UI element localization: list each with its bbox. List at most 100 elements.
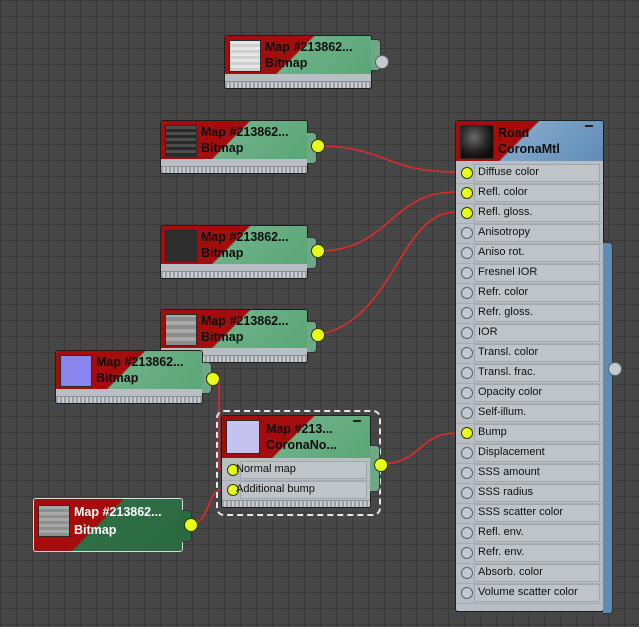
slot-label: Transl. frac. <box>478 366 536 378</box>
node-type: Bitmap <box>201 330 244 344</box>
input-socket[interactable] <box>461 187 473 199</box>
output-socket[interactable] <box>608 362 622 376</box>
slot-label: Absorb. color <box>478 566 543 578</box>
slot-label: Refr. gloss. <box>478 306 534 318</box>
slot-label: Refr. env. <box>478 546 525 558</box>
node-type: Bitmap <box>74 523 117 537</box>
material-slot[interactable]: Anisotropy <box>456 223 603 244</box>
material-slot[interactable]: Diffuse color <box>456 163 603 184</box>
node-type: Bitmap <box>96 371 139 385</box>
material-slot[interactable]: Opacity color <box>456 383 603 404</box>
thumbnail-icon <box>38 505 70 537</box>
input-socket[interactable] <box>461 587 473 599</box>
input-socket[interactable] <box>461 487 473 499</box>
input-socket[interactable] <box>461 307 473 319</box>
slot-label: Aniso rot. <box>478 246 525 258</box>
slot-additional-bump[interactable]: Additional bump <box>222 480 370 501</box>
material-slot[interactable]: Refl. gloss. <box>456 203 603 224</box>
material-slot[interactable]: Refl. color <box>456 183 603 204</box>
slot-label: SSS scatter color <box>478 506 563 518</box>
material-slot[interactable]: Absorb. color <box>456 563 603 584</box>
input-socket[interactable] <box>461 467 473 479</box>
material-slot[interactable]: Refr. env. <box>456 543 603 564</box>
bitmap-node-3[interactable]: Map #213862... Bitmap <box>160 225 325 279</box>
material-slot[interactable]: Refr. gloss. <box>456 303 603 324</box>
node-title: Map #213862... <box>96 355 184 369</box>
slot-label: Opacity color <box>478 386 543 398</box>
output-socket[interactable] <box>375 55 389 69</box>
material-slot[interactable]: Self-illum. <box>456 403 603 424</box>
slot-label: Volume scatter color <box>478 586 578 598</box>
material-slot[interactable]: Transl. frac. <box>456 363 603 384</box>
slot-label: Additional bump <box>236 483 315 495</box>
wire-refl-gloss <box>317 211 456 336</box>
slot-label: Diffuse color <box>478 166 539 178</box>
material-slot[interactable]: Volume scatter color <box>456 583 603 604</box>
material-slot[interactable]: Refr. color <box>456 283 603 304</box>
minimize-icon[interactable] <box>585 125 593 127</box>
input-socket[interactable] <box>461 327 473 339</box>
output-socket[interactable] <box>311 244 325 258</box>
slot-label: IOR <box>478 326 498 338</box>
wire-refl-color <box>317 191 456 252</box>
wire-diffuse <box>317 145 456 173</box>
input-socket[interactable] <box>461 267 473 279</box>
minimize-icon[interactable] <box>353 420 361 422</box>
material-slot[interactable]: Aniso rot. <box>456 243 603 264</box>
material-slot[interactable]: Refl. env. <box>456 523 603 544</box>
slot-label: SSS amount <box>478 466 540 478</box>
bitmap-node-5[interactable]: Map #213862... Bitmap <box>55 350 220 404</box>
node-title: Road <box>498 126 530 140</box>
input-socket[interactable] <box>461 567 473 579</box>
input-socket[interactable] <box>461 507 473 519</box>
slot-normal-map[interactable]: Normal map <box>222 460 370 481</box>
slot-label: Anisotropy <box>478 226 530 238</box>
slot-label: Self-illum. <box>478 406 527 418</box>
input-socket[interactable] <box>461 207 473 219</box>
input-socket[interactable] <box>227 464 239 476</box>
thumbnail-icon <box>165 125 197 157</box>
material-slot[interactable]: Bump <box>456 423 603 444</box>
material-slot[interactable]: IOR <box>456 323 603 344</box>
input-socket[interactable] <box>461 427 473 439</box>
node-type: CoronaNo... <box>266 438 337 452</box>
bitmap-node-1[interactable]: Map #213862... Bitmap <box>224 35 389 89</box>
input-socket[interactable] <box>461 167 473 179</box>
output-socket[interactable] <box>206 372 220 386</box>
material-slot[interactable]: Transl. color <box>456 343 603 364</box>
slot-label: Displacement <box>478 446 545 458</box>
bitmap-node-4[interactable]: Map #213862... Bitmap <box>160 309 325 363</box>
thumbnail-icon <box>165 230 197 262</box>
input-socket[interactable] <box>461 527 473 539</box>
material-slot[interactable]: Fresnel IOR <box>456 263 603 284</box>
slot-label: Transl. color <box>478 346 539 358</box>
input-socket[interactable] <box>461 247 473 259</box>
material-slot[interactable]: Displacement <box>456 443 603 464</box>
bitmap-node-6[interactable]: Map #213862... Bitmap <box>33 498 198 552</box>
output-socket[interactable] <box>374 458 388 472</box>
material-slot[interactable]: SSS radius <box>456 483 603 504</box>
corona-normal-node[interactable]: Map #213... CoronaNo... Normal map Addit… <box>221 415 388 508</box>
material-sphere-icon <box>460 125 494 159</box>
node-type: Bitmap <box>201 141 244 155</box>
input-socket[interactable] <box>461 347 473 359</box>
input-socket[interactable] <box>461 447 473 459</box>
material-slot[interactable]: SSS scatter color <box>456 503 603 524</box>
output-socket[interactable] <box>311 328 325 342</box>
node-type: Bitmap <box>201 246 244 260</box>
output-socket[interactable] <box>311 139 325 153</box>
input-socket[interactable] <box>461 547 473 559</box>
thumbnail-icon <box>165 314 197 346</box>
input-socket[interactable] <box>461 387 473 399</box>
material-slot[interactable]: SSS amount <box>456 463 603 484</box>
input-socket[interactable] <box>461 367 473 379</box>
input-socket[interactable] <box>227 484 239 496</box>
bitmap-node-2[interactable]: Map #213862... Bitmap <box>160 120 325 174</box>
input-socket[interactable] <box>461 227 473 239</box>
output-socket[interactable] <box>184 518 198 532</box>
input-socket[interactable] <box>461 287 473 299</box>
node-title: Map #213862... <box>265 40 353 54</box>
output-tab <box>603 242 613 614</box>
input-socket[interactable] <box>461 407 473 419</box>
